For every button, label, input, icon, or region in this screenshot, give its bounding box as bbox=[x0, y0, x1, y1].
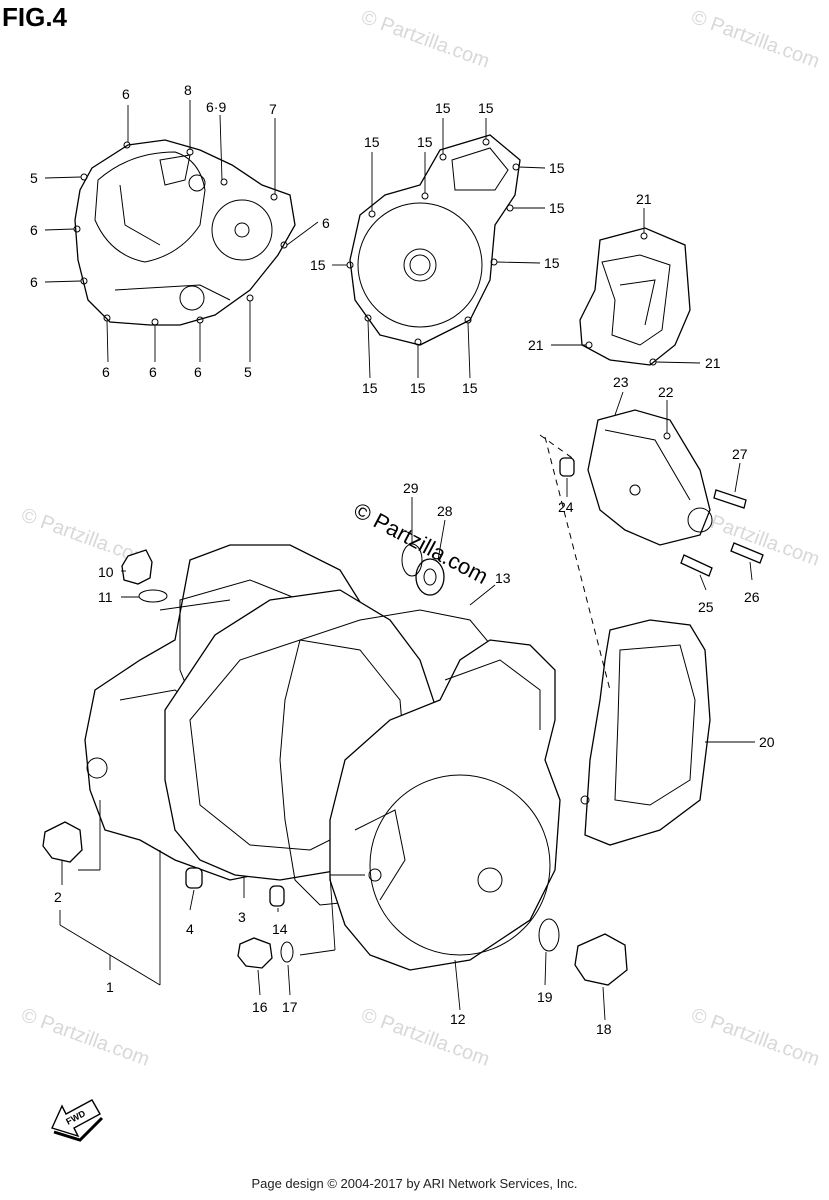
callout-15: 15 bbox=[364, 134, 380, 150]
callout-12: 12 bbox=[450, 1011, 466, 1027]
watermark: © Partzilla.com bbox=[358, 6, 492, 73]
callout-23: 23 bbox=[613, 374, 629, 390]
callout-6: 6 bbox=[30, 274, 38, 290]
watermark: © Partzilla.com bbox=[358, 1004, 492, 1071]
callout-6: 6 bbox=[102, 364, 110, 380]
callout-15: 15 bbox=[478, 100, 494, 116]
callout-6: 6 bbox=[194, 364, 202, 380]
callout-15: 15 bbox=[417, 134, 433, 150]
callout-24: 24 bbox=[558, 499, 574, 515]
callout-15: 15 bbox=[310, 257, 326, 273]
callout-2: 2 bbox=[54, 889, 62, 905]
callout-10: 10 bbox=[98, 564, 114, 580]
callout-15: 15 bbox=[462, 380, 478, 396]
callout-5: 5 bbox=[30, 170, 38, 186]
callout-labels: 6 8 6·9 7 5 6 6 6 6 6 6 5 15 15 15 15 15… bbox=[30, 82, 775, 1037]
callout-25: 25 bbox=[698, 599, 714, 615]
clutch-cover bbox=[73, 139, 296, 326]
callout-19: 19 bbox=[537, 989, 553, 1005]
leader-lines bbox=[44, 100, 755, 1021]
callout-20: 20 bbox=[759, 734, 775, 750]
page-footer: Page design © 2004-2017 by ARI Network S… bbox=[251, 1176, 578, 1191]
callout-15: 15 bbox=[410, 380, 426, 396]
callout-5: 5 bbox=[244, 364, 252, 380]
sprocket-cover bbox=[579, 227, 691, 366]
callout-8: 8 bbox=[184, 82, 192, 98]
callout-21: 21 bbox=[705, 355, 721, 371]
callout-4: 4 bbox=[186, 921, 194, 937]
callout-15: 15 bbox=[544, 255, 560, 271]
callout-11: 11 bbox=[98, 589, 113, 605]
figure-title: FIG.4 bbox=[2, 2, 68, 32]
callout-15: 15 bbox=[549, 200, 565, 216]
watermark: © Partzilla.com bbox=[688, 6, 822, 73]
chain-cover bbox=[580, 619, 711, 846]
callout-14: 14 bbox=[272, 921, 288, 937]
fwd-arrow: FWD bbox=[51, 1099, 104, 1142]
callout-21: 21 bbox=[528, 337, 544, 353]
callout-26: 26 bbox=[744, 589, 760, 605]
gear-housing bbox=[559, 409, 764, 577]
callout-18: 18 bbox=[596, 1021, 612, 1037]
callout-28: 28 bbox=[437, 503, 453, 519]
callout-6: 6 bbox=[149, 364, 157, 380]
callout-6: 6 bbox=[122, 86, 130, 102]
magneto-cover bbox=[346, 134, 521, 346]
callout-3: 3 bbox=[238, 909, 246, 925]
callout-15: 15 bbox=[435, 100, 451, 116]
callout-22: 22 bbox=[658, 384, 674, 400]
callout-6: 6 bbox=[322, 215, 330, 231]
crankcase-cover bbox=[329, 639, 561, 971]
watermark: © Partzilla.com bbox=[688, 1004, 822, 1071]
callout-15: 15 bbox=[362, 380, 378, 396]
callout-13: 13 bbox=[495, 570, 511, 586]
callout-1: 1 bbox=[106, 979, 114, 995]
callout-15: 15 bbox=[549, 160, 565, 176]
callout-7: 7 bbox=[269, 101, 277, 117]
watermark: © Partzilla.com bbox=[18, 1004, 152, 1071]
callout-6: 6 bbox=[30, 222, 38, 238]
callout-29: 29 bbox=[403, 480, 419, 496]
callout-6-9: 6·9 bbox=[206, 99, 226, 115]
callout-21: 21 bbox=[636, 191, 652, 207]
callout-27: 27 bbox=[732, 446, 748, 462]
callout-16: 16 bbox=[252, 999, 268, 1015]
callout-17: 17 bbox=[282, 999, 298, 1015]
